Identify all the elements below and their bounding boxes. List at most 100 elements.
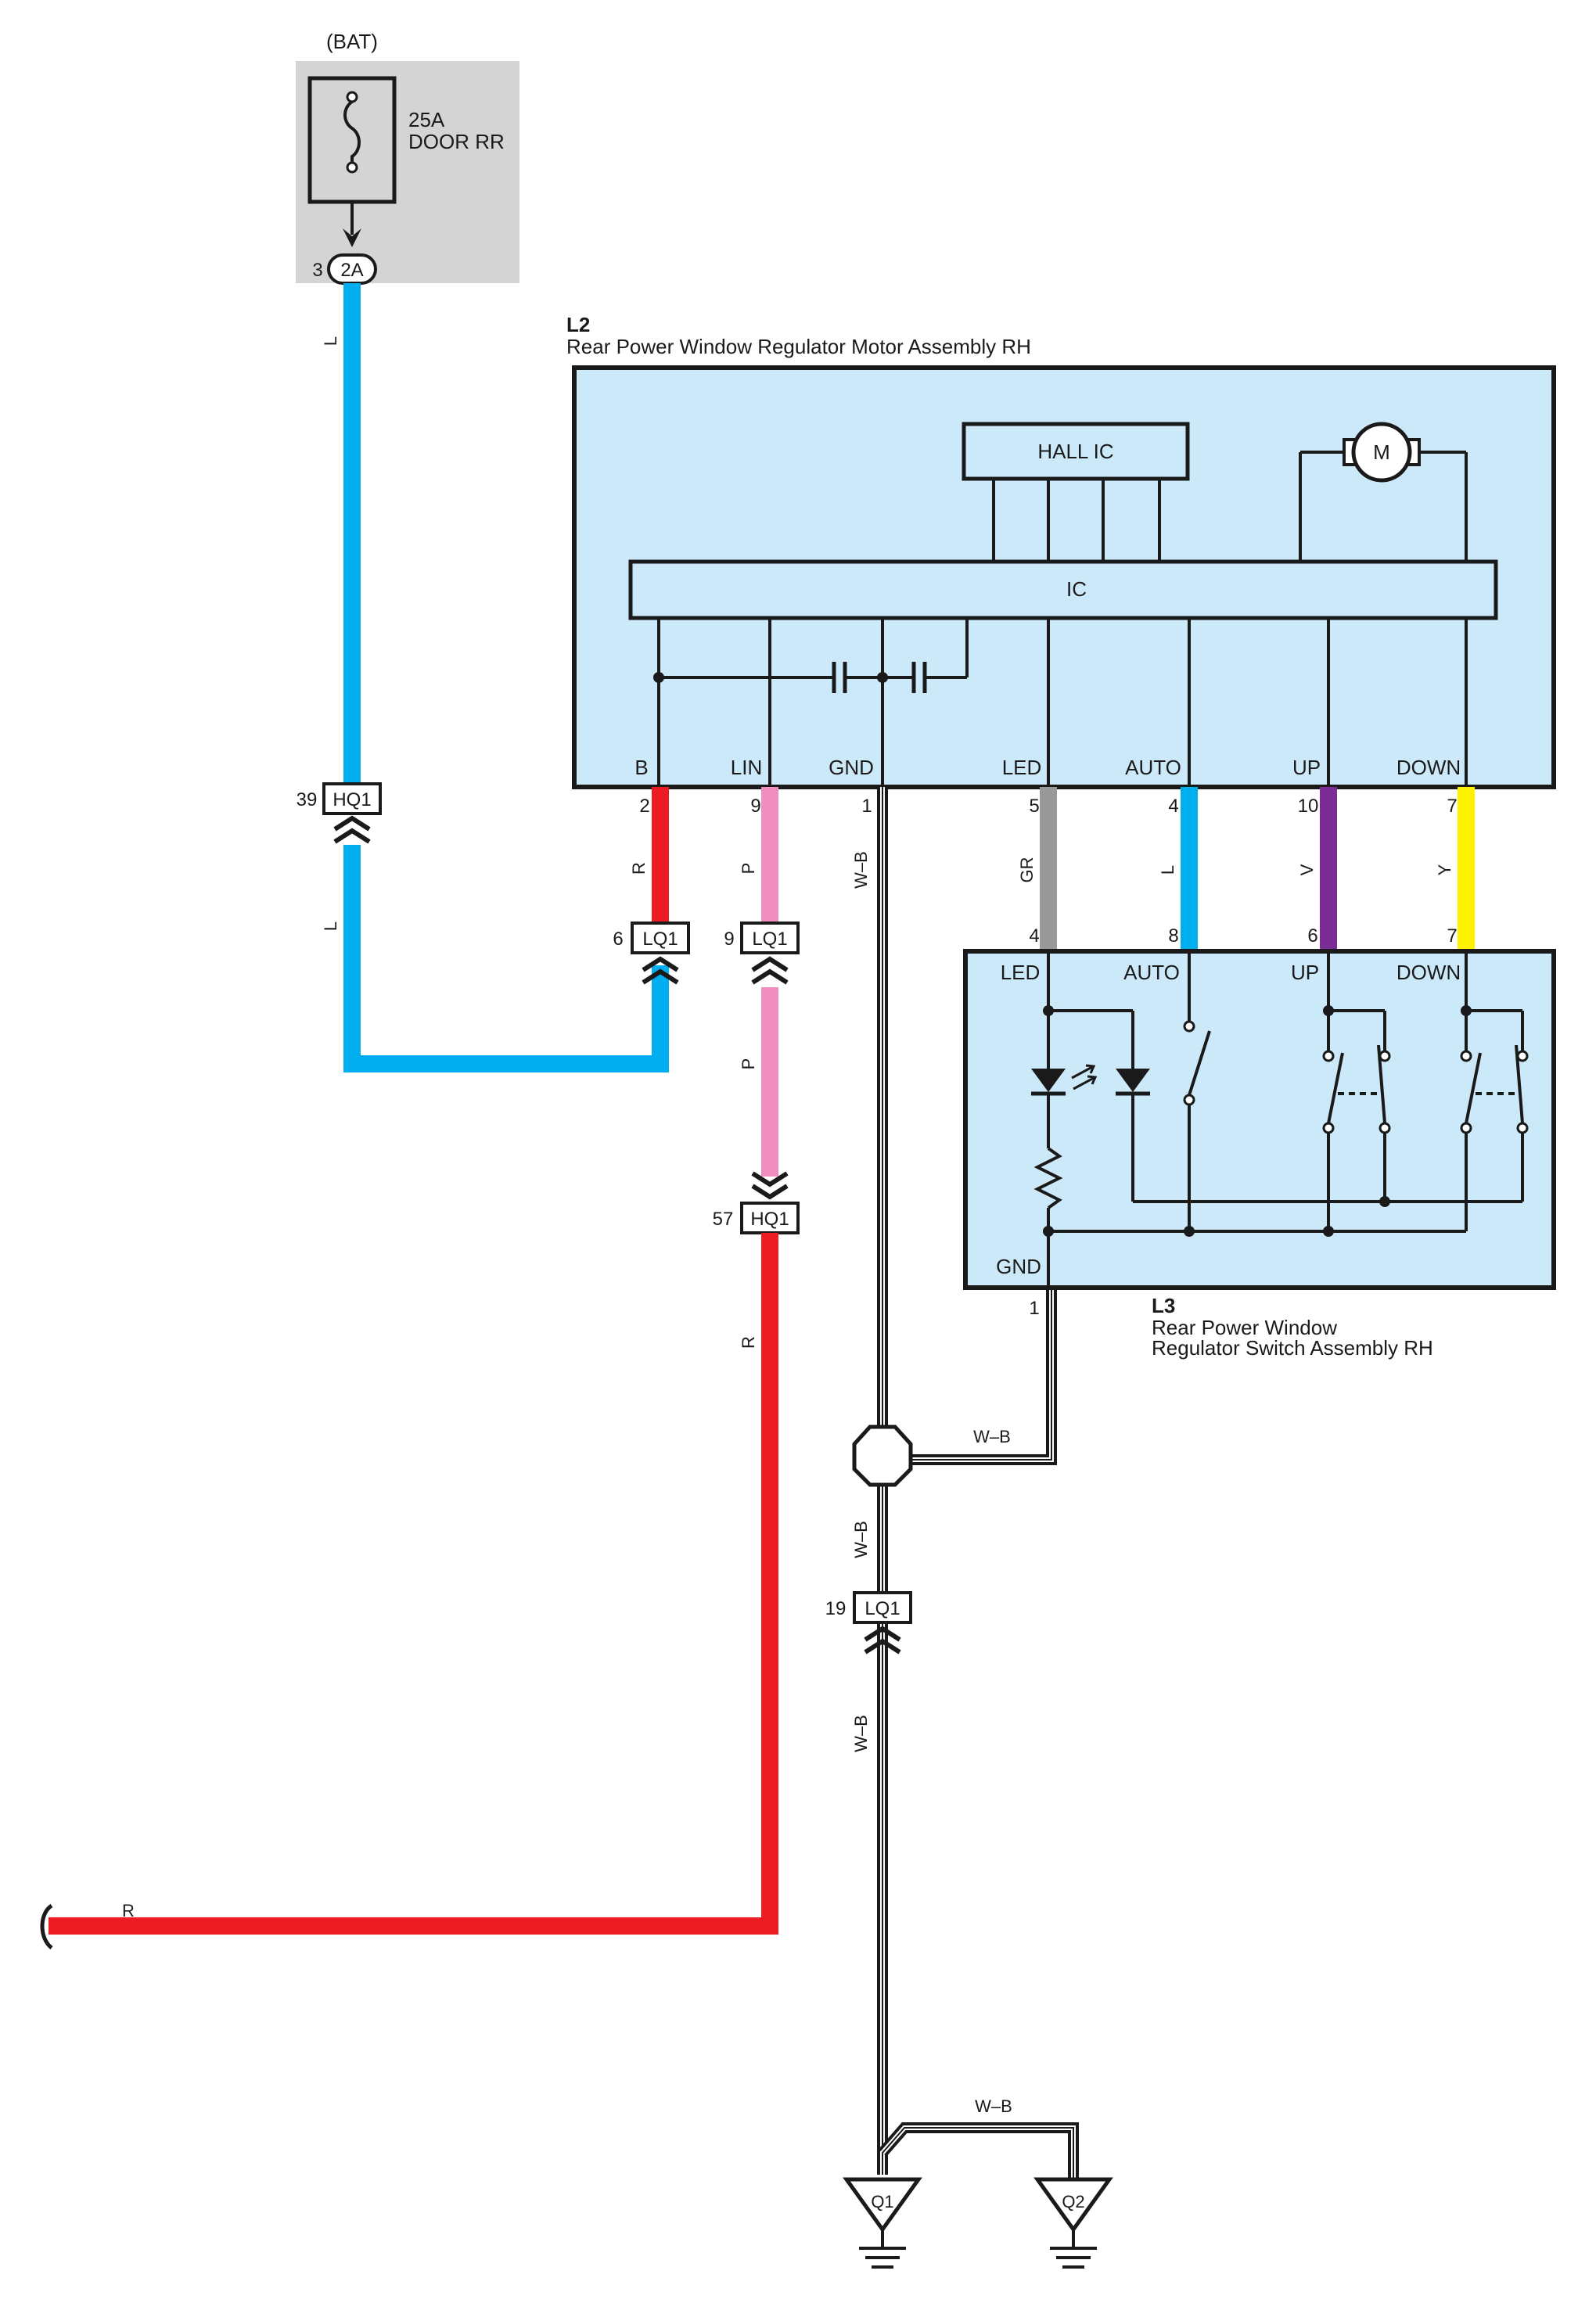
svg-text:Y: Y xyxy=(1435,864,1454,875)
svg-text:1: 1 xyxy=(861,796,872,817)
ground-q2: Q2 xyxy=(1033,2177,1113,2269)
wire-code-l-lower: L xyxy=(321,922,340,931)
wire-r-b-terminal: R xyxy=(629,787,669,923)
ground-icon xyxy=(1050,2247,1097,2269)
motor-assembly-l2: L2 Rear Power Window Regulator Motor Ass… xyxy=(566,313,1556,817)
down-switch-icon xyxy=(1460,1044,1529,1134)
svg-text:6: 6 xyxy=(1307,925,1317,947)
ground-q1: Q1 xyxy=(843,2177,922,2269)
fuse-connector-arrow-icon xyxy=(343,228,361,247)
wire-code-wb-2: W–B xyxy=(973,1427,1011,1446)
svg-text:V: V xyxy=(1297,864,1317,875)
splice-point-icon xyxy=(852,1425,913,1487)
motor-label: M xyxy=(1373,440,1390,464)
wire-p-lin-terminal: P xyxy=(739,787,778,923)
wire-l-run: L L xyxy=(321,283,669,1072)
svg-text:19: 19 xyxy=(825,1598,847,1619)
svg-text:10: 10 xyxy=(1298,796,1319,817)
svg-text:GR: GR xyxy=(1017,857,1037,883)
svg-text:9: 9 xyxy=(724,929,734,950)
connector-lq1-6: LQ1 6 xyxy=(613,922,690,985)
svg-text:7: 7 xyxy=(1447,925,1457,947)
svg-text:LIN: LIN xyxy=(731,756,762,779)
svg-text:Q2: Q2 xyxy=(1062,2192,1084,2211)
svg-text:9: 9 xyxy=(750,796,760,817)
fuse-terminal-bottom xyxy=(346,161,358,174)
chevron-up-icon xyxy=(751,956,789,985)
wire-code-wb-3: W–B xyxy=(851,1521,871,1558)
wire-l-auto: L xyxy=(1158,787,1198,951)
wire-wb-switch-gnd xyxy=(882,1286,1057,1465)
svg-text:R: R xyxy=(629,862,649,875)
chevron-down-icon xyxy=(751,1171,789,1200)
svg-text:4: 4 xyxy=(1168,796,1178,817)
svg-text:4: 4 xyxy=(1029,925,1039,947)
svg-text:DOWN: DOWN xyxy=(1396,756,1461,779)
wire-code-wb-4: W–B xyxy=(851,1715,871,1752)
chevron-up-icon xyxy=(864,1626,901,1654)
svg-text:LQ1: LQ1 xyxy=(864,1598,900,1619)
wire-gr-led: GR xyxy=(1017,787,1057,951)
svg-text:39: 39 xyxy=(297,789,318,810)
switch-assembly-title-1: Rear Power Window xyxy=(1152,1316,1337,1339)
wire-v-up: V xyxy=(1297,787,1337,951)
motor-assembly-title: Rear Power Window Regulator Motor Assemb… xyxy=(566,335,1031,358)
motor-terminal-labels: B LIN GND LED AUTO UP DOWN xyxy=(634,756,1461,779)
auto-switch-icon xyxy=(1183,1020,1211,1106)
up-switch-icon xyxy=(1322,1044,1391,1134)
fuse-block: (BAT) 25A DOOR RR 2A 3 xyxy=(296,30,519,285)
resistor-icon xyxy=(1033,1147,1063,1209)
svg-text:P: P xyxy=(739,863,758,875)
svg-text:R: R xyxy=(122,1901,135,1920)
connector-lq1-19: LQ1 19 xyxy=(825,1591,912,1654)
svg-text:Q1: Q1 xyxy=(871,2192,893,2211)
svg-text:UP: UP xyxy=(1292,756,1321,779)
led-icon xyxy=(1031,1064,1098,1096)
wire-code-l-upper: L xyxy=(321,336,340,346)
wire-code-wb-5: W–B xyxy=(975,2096,1012,2116)
svg-text:R: R xyxy=(739,1336,758,1349)
capacitor-icon xyxy=(832,662,927,693)
svg-text:GND: GND xyxy=(829,756,874,779)
wire-code-wb-1: W–B xyxy=(851,851,871,889)
fuse-connector-pin: 3 xyxy=(312,260,322,281)
svg-text:LED: LED xyxy=(1002,756,1042,779)
svg-text:6: 6 xyxy=(613,929,623,950)
svg-text:57: 57 xyxy=(713,1209,734,1230)
fuse-rating: 25A xyxy=(408,108,445,131)
motor-terminal-pins: 2 9 1 5 4 10 7 xyxy=(639,796,1457,817)
fuse-icon xyxy=(343,92,361,167)
svg-text:AUTO: AUTO xyxy=(1123,961,1180,984)
diode-icon xyxy=(1116,1069,1150,1096)
wire-r-lower: R R xyxy=(40,1233,778,1949)
wire-break-icon xyxy=(40,1903,53,1949)
switch-gnd-label: GND xyxy=(996,1255,1041,1278)
wire-y-down: Y xyxy=(1435,787,1475,951)
svg-text:LED: LED xyxy=(1001,961,1041,984)
fuse-connector-label: 2A xyxy=(340,260,363,281)
connector-lq1-9: LQ1 9 xyxy=(724,922,800,985)
switch-assembly-l3: 4 8 6 7 LED AUTO UP DOWN GND 1 xyxy=(963,925,1556,1360)
svg-text:P: P xyxy=(739,1058,758,1070)
motor-icon: M xyxy=(1299,422,1468,562)
svg-text:7: 7 xyxy=(1447,796,1457,817)
svg-text:LQ1: LQ1 xyxy=(752,929,787,950)
ic-label: IC xyxy=(1066,577,1087,601)
wire-wb-q2-branch xyxy=(878,2122,1079,2183)
fuse-source-label: (BAT) xyxy=(326,30,378,53)
svg-text:LQ1: LQ1 xyxy=(642,929,678,950)
hall-ic-label: HALL IC xyxy=(1037,440,1113,463)
svg-text:5: 5 xyxy=(1029,796,1039,817)
connector-hq1-57: HQ1 57 xyxy=(713,1202,800,1234)
wire-p-lower: P xyxy=(739,987,789,1200)
connector-hq1-39: HQ1 39 xyxy=(297,782,382,844)
svg-text:2: 2 xyxy=(639,796,649,817)
svg-text:B: B xyxy=(634,756,648,779)
ground-icon xyxy=(859,2247,906,2269)
svg-text:AUTO: AUTO xyxy=(1125,756,1181,779)
svg-text:HQ1: HQ1 xyxy=(750,1209,789,1230)
fuse-name: DOOR RR xyxy=(408,130,505,153)
switch-gnd-pin: 1 xyxy=(1029,1298,1039,1319)
motor-assembly-code: L2 xyxy=(566,313,590,336)
